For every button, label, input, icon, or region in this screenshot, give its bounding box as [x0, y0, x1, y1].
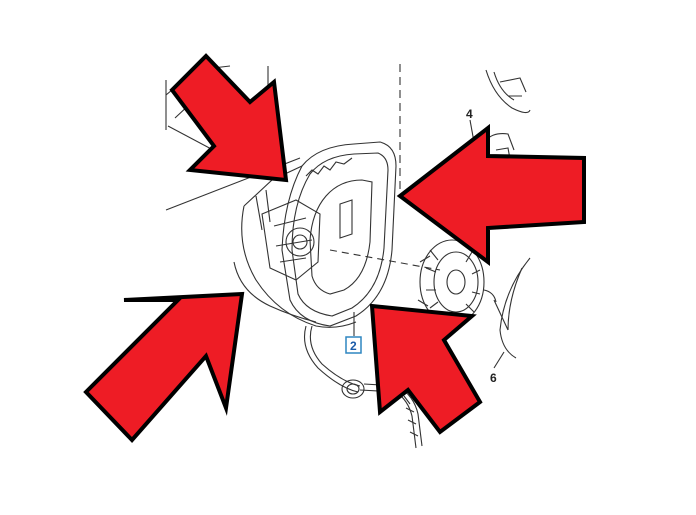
- callout-6-label: 6: [490, 371, 497, 385]
- leader-dash-line: [329, 249, 441, 271]
- callout-6-leader: [493, 351, 505, 369]
- callout-2-label: 2: [350, 339, 357, 353]
- line-art: [165, 64, 531, 449]
- callout-2-box: [345, 336, 362, 354]
- callout-4-label: 4: [466, 107, 473, 121]
- arrow-top-left: [169, 53, 289, 183]
- mirror-housing: [233, 141, 397, 328]
- arrow-right: [396, 123, 586, 266]
- arrow-bottom-left: [83, 291, 245, 443]
- annotation-arrows: [83, 53, 586, 443]
- mirror-glass-edge: [493, 257, 531, 359]
- arrow-bottom-right: [369, 303, 483, 435]
